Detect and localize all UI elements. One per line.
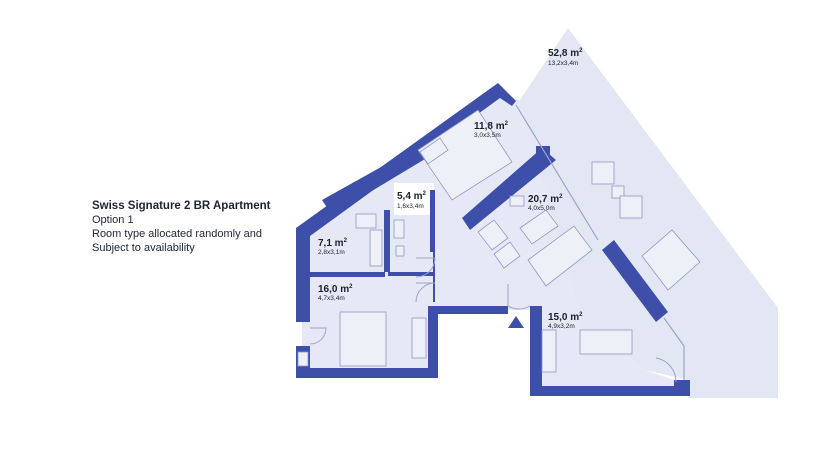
furniture [297,109,701,373]
wall-bottom-left [296,368,438,378]
doors [309,257,677,383]
armchair-1 [477,219,509,251]
room-terrace-area: 52,8 m2 [548,48,583,59]
room-terrace-dims: 13,2x3,4m [548,60,578,67]
room-living-dims: 4,0x5,0m [528,205,555,212]
bed-1-pillow [419,137,449,165]
room-bedroom1-dims: 3,0x3,5m [474,132,501,139]
listing-info: Swiss Signature 2 BR Apartment Option 1 … [92,199,271,255]
wall-partition-3 [305,272,385,277]
bath-1-fixture [393,219,405,239]
wall-partition-2 [430,190,435,252]
listing-title: Swiss Signature 2 BR Apartment [92,200,271,212]
tv-unit [509,195,525,207]
terrace-table-1 [611,185,625,199]
wall-partition-4 [388,272,433,276]
bed-1 [417,109,513,201]
coffee-table [519,209,559,245]
sofa [527,225,593,287]
wall-kitchen-bottom [530,386,688,396]
bed-2 [339,311,387,367]
wall-terrace-diagonal [602,240,668,322]
room-kitchen-dims: 4,9x3,2m [548,323,575,330]
room-bedroom2-area: 16,0 m2 [318,284,353,295]
wall-living-stub [536,146,550,160]
room-living-area: 20,7 m2 [528,194,563,205]
wall-right-bedroom2 [428,306,438,378]
room-bath1-dims: 1,6x3,4m [397,203,424,210]
bath-2-fixture [355,213,377,229]
wall-partition-1 [384,210,390,272]
bed-2-side [297,351,309,367]
terrace-chair-2 [619,195,643,219]
glazing [515,104,685,380]
wall-kitchen-left [530,306,542,396]
room-bath1-area: 5,4 m2 [397,191,427,202]
wall-partition-5 [433,232,435,302]
wall-living-diagonal [462,148,556,230]
jacuzzi [641,229,701,291]
room-bath2-dims: 2,8x3,1m [318,249,345,256]
listing-note-2: Subject to availability [92,242,195,254]
bath-1-sink [395,245,405,257]
bath-2-shower [369,229,383,267]
room-bath2-area: 7,1 m2 [318,238,348,249]
room-bedroom1-area: 11,8 m2 [474,121,509,132]
room-labels: 52,8 m2 13,2x3,4m 11,8 m2 3,0x3,5m 5,4 m… [318,48,583,330]
kitchen-counter [541,329,557,373]
dining-table [579,329,633,355]
listing-note-1: Room type allocated randomly and [92,228,262,240]
wardrobe [411,317,427,359]
armchair-2 [493,241,521,269]
entrance-arrow-icon [508,316,524,328]
room-highlight [394,183,434,215]
wall-diagonal-upper [322,137,440,215]
room-bedroom2-dims: 4,7x3,4m [318,295,345,302]
terrace-chair-1 [591,161,615,185]
listing-option: Option 1 [92,214,134,226]
wall-top-entrance [428,306,508,314]
room-kitchen-area: 15,0 m2 [548,312,583,323]
wall-kitchen-corner [674,380,690,396]
